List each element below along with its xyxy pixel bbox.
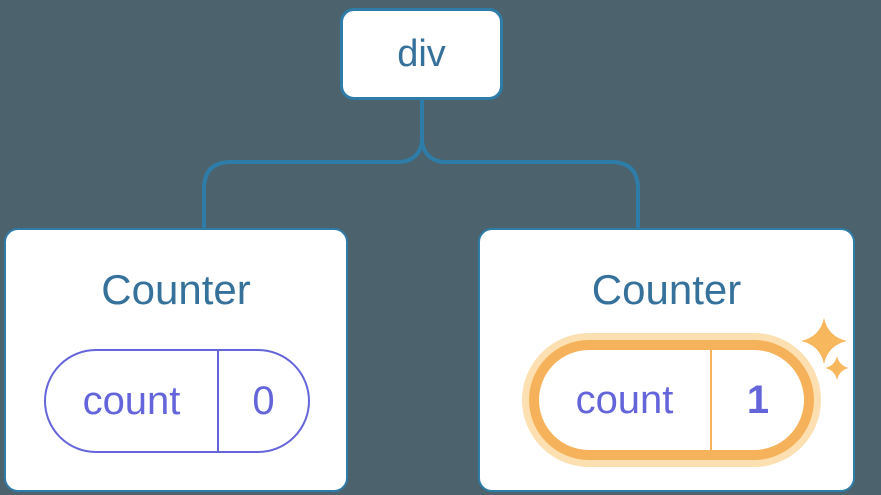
state-value: 0 bbox=[217, 351, 308, 451]
counter-card-title: Counter bbox=[101, 266, 251, 313]
state-pill-count-1-highlighted: count 1 bbox=[529, 340, 814, 460]
connector-branch-left bbox=[202, 137, 424, 228]
root-node-label: div bbox=[397, 32, 446, 75]
root-node-div: div bbox=[340, 8, 503, 100]
state-key-label: count bbox=[82, 378, 181, 423]
counter-card-left: Counter count 0 bbox=[4, 228, 348, 492]
sparkle-icon bbox=[801, 318, 849, 380]
state-key-label: count bbox=[575, 377, 674, 422]
sparkle-icon-large bbox=[801, 318, 847, 364]
state-pill-count-0: count 0 bbox=[44, 349, 310, 453]
state-value: 1 bbox=[710, 350, 804, 450]
counter-card-title: Counter bbox=[591, 266, 742, 313]
connector-branch-right bbox=[420, 137, 640, 228]
counter-card-right: Counter count 1 bbox=[478, 228, 855, 492]
sparkle-icon-small bbox=[825, 356, 849, 380]
